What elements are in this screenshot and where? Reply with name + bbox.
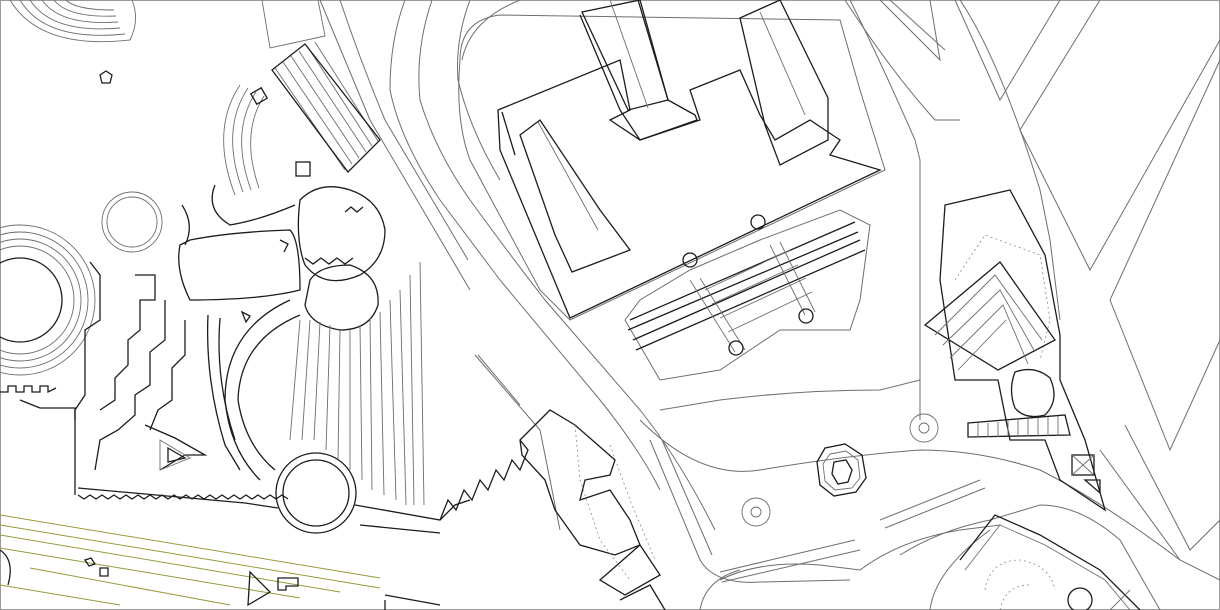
kiosk-1 [249,86,269,106]
kiosk-2 [295,161,311,177]
ring-plaza-left [0,224,96,394]
palace-complex [458,0,886,321]
bottom-left-structures [0,549,441,610]
south-wall-inner [359,524,441,534]
octagon-pavilion [816,443,867,497]
grandstand-hatch [271,41,381,173]
south-wall [354,499,471,521]
zigzag-wall [439,439,529,521]
striped-circle-top-left [9,0,136,43]
rail-lines [0,514,381,606]
fountain-2 [741,497,771,527]
road-network [319,0,1220,610]
south-east-complex [959,514,1141,610]
formal-garden [19,261,289,509]
small-monument [99,70,113,84]
tribune-top [261,0,326,49]
round-pavilion [275,452,357,534]
fountain-1 [909,413,939,443]
south-center-blocks [519,409,666,610]
bridge-structure [624,209,871,381]
double-circle [101,191,163,253]
park-complex [178,184,386,331]
amphitheatre [923,189,1107,512]
curved-steps [223,84,265,196]
curved-terraces [224,261,425,506]
